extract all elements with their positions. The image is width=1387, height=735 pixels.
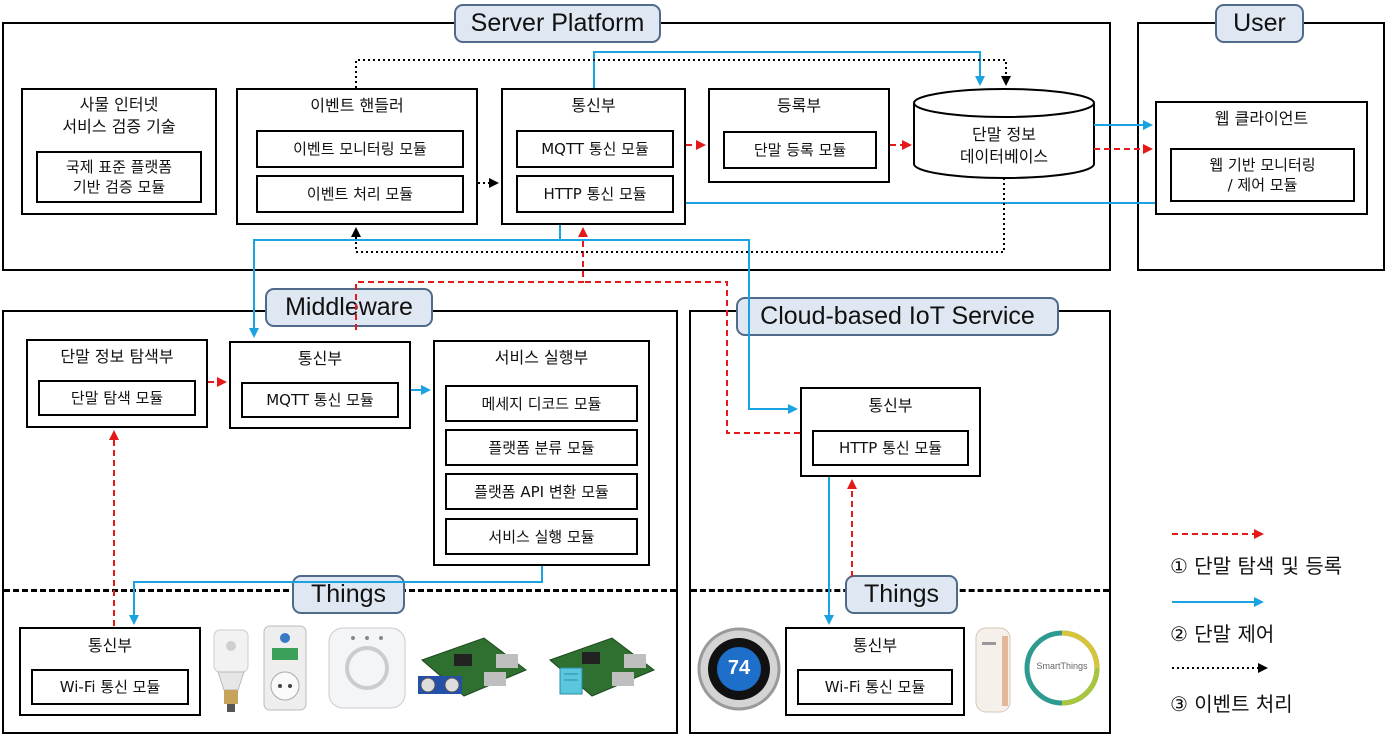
middleware-things-comm-title: 통신부 (87, 636, 133, 655)
database-label: 단말 정보 데이터베이스 (959, 125, 1049, 166)
discovery-block: 단말 정보 탐색부 단말 탐색 모듈 (26, 339, 208, 428)
event-handler-block: 이벤트 핸들러 이벤트 모니터링 모듈 이벤트 처리 모듈 (236, 88, 478, 225)
cloud-things-comm-block: 통신부 Wi-Fi 통신 모듈 (785, 627, 965, 716)
smartthings-text: SmartThings (1036, 661, 1088, 671)
cloud-things-label: Things (845, 575, 958, 614)
cloud-comm-block: 통신부 HTTP 통신 모듈 (800, 387, 981, 477)
event-process-module: 이벤트 처리 모듈 (256, 175, 464, 213)
service-module-2: 플랫폼 API 변환 모듈 (445, 473, 638, 510)
user-label: User (1215, 4, 1304, 43)
cloud-comm-title: 통신부 (868, 396, 913, 415)
service-module-0: 메세지 디코드 모듈 (445, 385, 638, 422)
legend-item-discovery: ① 단말 탐색 및 등록 (1170, 554, 1343, 578)
discovery-module: 단말 탐색 모듈 (38, 380, 196, 416)
cloud-things-comm-title: 통신부 (852, 636, 898, 655)
cloud-label: Cloud-based IoT Service (736, 297, 1059, 336)
middleware-things-comm-block: 통신부 Wi-Fi 통신 모듈 (19, 627, 201, 716)
server-mqtt-module: MQTT 통신 모듈 (516, 130, 674, 168)
event-handler-title: 이벤트 핸들러 (310, 96, 404, 115)
legend-item-control: ② 단말 제어 (1170, 622, 1275, 646)
middleware-things-label: Things (292, 575, 405, 614)
server-comm-title: 통신부 (571, 96, 616, 115)
thermostat-reading: 74 (727, 657, 751, 679)
verify-block: 사물 인터넷 서비스 검증 기술 국제 표준 플랫폼 기반 검증 모듈 (21, 88, 217, 215)
web-client-title: 웹 클라이언트 (1214, 109, 1309, 128)
server-comm-block: 통신부 MQTT 통신 모듈 HTTP 통신 모듈 (501, 88, 686, 225)
service-exec-title: 서비스 실행부 (494, 348, 589, 367)
middleware-comm-block: 통신부 MQTT 통신 모듈 (229, 341, 411, 429)
service-exec-block: 서비스 실행부 메세지 디코드 모듈 플랫폼 분류 모듈 플랫폼 API 변환 … (433, 340, 650, 566)
raspberry-pi-dht-icon (549, 637, 655, 697)
cloud-http-module: HTTP 통신 모듈 (812, 430, 969, 466)
service-module-1: 플랫폼 분류 모듈 (445, 429, 638, 466)
register-title: 등록부 (776, 96, 822, 115)
middleware-label: Middleware (265, 288, 433, 327)
legend-item-event: ③ 이벤트 처리 (1170, 692, 1293, 716)
cloud-wifi-module: Wi-Fi 통신 모듈 (797, 669, 953, 705)
smartthings-hub-icon: SmartThings (1022, 628, 1102, 708)
verify-title: 사물 인터넷 서비스 검증 기술 (62, 95, 176, 136)
nest-thermostat-icon: 74 (697, 624, 781, 714)
web-client-module[interactable]: 웹 기반 모니터링 / 제어 모듈 (1170, 148, 1355, 202)
register-module: 단말 등록 모듈 (723, 131, 877, 169)
plug-device-icon (975, 627, 1011, 713)
raspberry-pi-sensor-icon (418, 637, 527, 697)
middleware-mqtt-module: MQTT 통신 모듈 (241, 382, 399, 418)
register-block: 등록부 단말 등록 모듈 (708, 88, 890, 183)
middleware-comm-title: 통신부 (297, 349, 343, 368)
led-bulb-icon (213, 629, 249, 712)
server-http-module: HTTP 통신 모듈 (516, 175, 674, 213)
middleware-wifi-module: Wi-Fi 통신 모듈 (31, 669, 189, 705)
server-platform-label: Server Platform (454, 4, 661, 43)
web-client-block[interactable]: 웹 클라이언트 웹 기반 모니터링 / 제어 모듈 (1155, 101, 1368, 215)
service-module-3: 서비스 실행 모듈 (445, 518, 638, 555)
hue-bridge-icon (328, 627, 406, 709)
verify-module: 국제 표준 플랫폼 기반 검증 모듈 (36, 151, 202, 203)
event-monitor-module: 이벤트 모니터링 모듈 (256, 130, 464, 168)
discovery-title: 단말 정보 탐색부 (60, 347, 174, 366)
smart-plug-icon (263, 625, 307, 711)
